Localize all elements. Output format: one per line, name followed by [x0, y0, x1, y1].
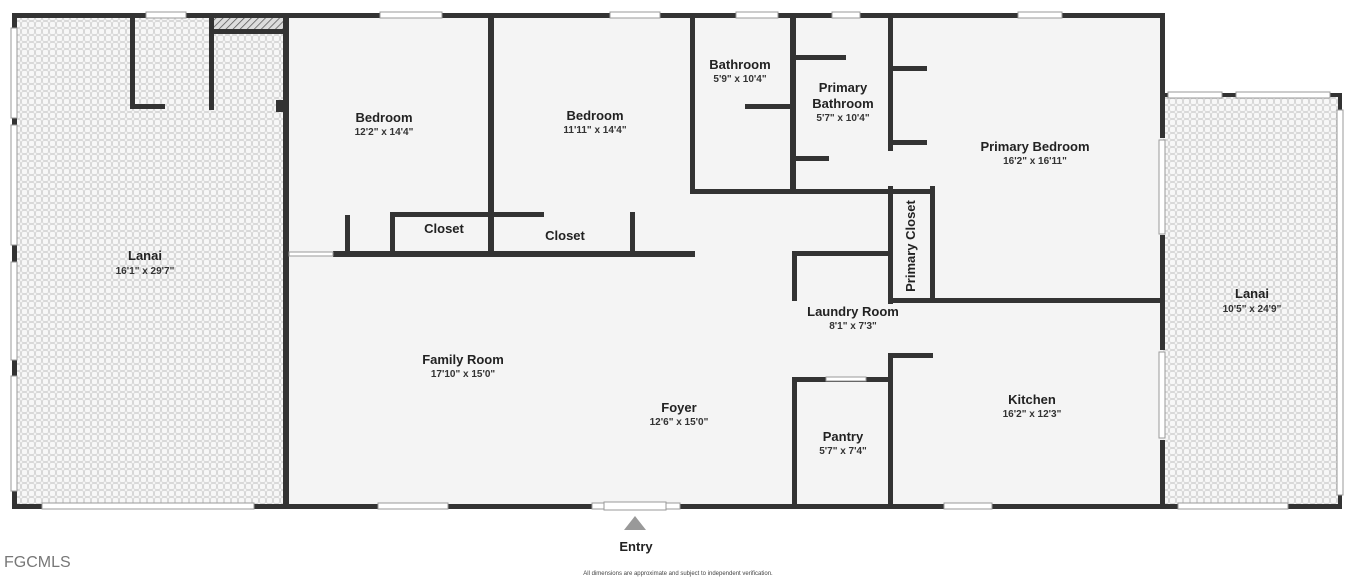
entry-arrow-icon [624, 516, 646, 530]
lanai-left-floor [14, 16, 286, 507]
kitchen-label: Kitchen 16'2" x 12'3" [1003, 392, 1062, 420]
svg-text:17'10" x 15'0": 17'10" x 15'0" [431, 369, 496, 380]
svg-text:Foyer: Foyer [661, 400, 696, 415]
svg-text:Primary Bedroom: Primary Bedroom [980, 139, 1089, 154]
svg-text:12'6" x 15'0": 12'6" x 15'0" [650, 417, 709, 428]
svg-text:Bathroom: Bathroom [812, 96, 873, 111]
bedroom-1-label: Bedroom 12'2" x 14'4" [355, 110, 414, 138]
svg-text:Kitchen: Kitchen [1008, 392, 1056, 407]
svg-text:Bathroom: Bathroom [709, 57, 770, 72]
svg-text:Lanai: Lanai [1235, 286, 1269, 301]
lanai-right-label: Lanai 10'5" x 24'9" [1223, 286, 1282, 315]
svg-text:Laundry Room: Laundry Room [807, 304, 899, 319]
svg-text:16'2" x 16'11": 16'2" x 16'11" [1003, 156, 1067, 167]
svg-text:Lanai: Lanai [128, 248, 162, 263]
family-room-label: Family Room 17'10" x 15'0" [422, 352, 504, 380]
svg-text:11'11" x 14'4": 11'11" x 14'4" [563, 125, 626, 136]
svg-text:16'1" x 29'7": 16'1" x 29'7" [116, 266, 175, 277]
pantry-label: Pantry 5'7" x 7'4" [819, 429, 867, 457]
closet-1-label: Closet [424, 221, 464, 236]
svg-text:5'7" x 10'4": 5'7" x 10'4" [816, 113, 869, 124]
svg-text:5'7" x 7'4": 5'7" x 7'4" [819, 446, 867, 457]
brand-watermark: FGCMLS [4, 554, 71, 571]
primary-closet-label: Primary Closet [903, 199, 918, 291]
svg-text:Bedroom: Bedroom [566, 108, 623, 123]
house-floor [286, 16, 1163, 507]
svg-text:Family Room: Family Room [422, 352, 504, 367]
svg-text:12'2" x 14'4": 12'2" x 14'4" [355, 127, 414, 138]
svg-text:Primary: Primary [819, 80, 868, 95]
primary-bedroom-label: Primary Bedroom 16'2" x 16'11" [980, 139, 1089, 167]
disclaimer-text: All dimensions are approximate and subje… [583, 571, 773, 577]
foyer-label: Foyer 12'6" x 15'0" [650, 400, 709, 428]
svg-text:10'5" x 24'9": 10'5" x 24'9" [1223, 304, 1282, 315]
svg-text:5'9" x 10'4": 5'9" x 10'4" [713, 74, 766, 85]
lanai-left-label: Lanai 16'1" x 29'7" [116, 248, 175, 277]
entry-label: Entry [619, 539, 653, 554]
svg-text:Bedroom: Bedroom [355, 110, 412, 125]
lanai-right-floor [1163, 95, 1341, 507]
primary-bathroom-label: Primary Bathroom 5'7" x 10'4" [812, 80, 873, 124]
svg-text:16'2" x 12'3": 16'2" x 12'3" [1003, 409, 1062, 420]
svg-text:Pantry: Pantry [823, 429, 864, 444]
hatched-fixture [214, 16, 284, 29]
laundry-room-label: Laundry Room 8'1" x 7'3" [807, 304, 899, 332]
bedroom-2-label: Bedroom 11'11" x 14'4" [563, 108, 626, 136]
windows [10, 11, 1344, 511]
closet-2-label: Closet [545, 228, 585, 243]
svg-text:8'1" x 7'3": 8'1" x 7'3" [829, 321, 877, 332]
bathroom-label: Bathroom 5'9" x 10'4" [709, 57, 770, 85]
